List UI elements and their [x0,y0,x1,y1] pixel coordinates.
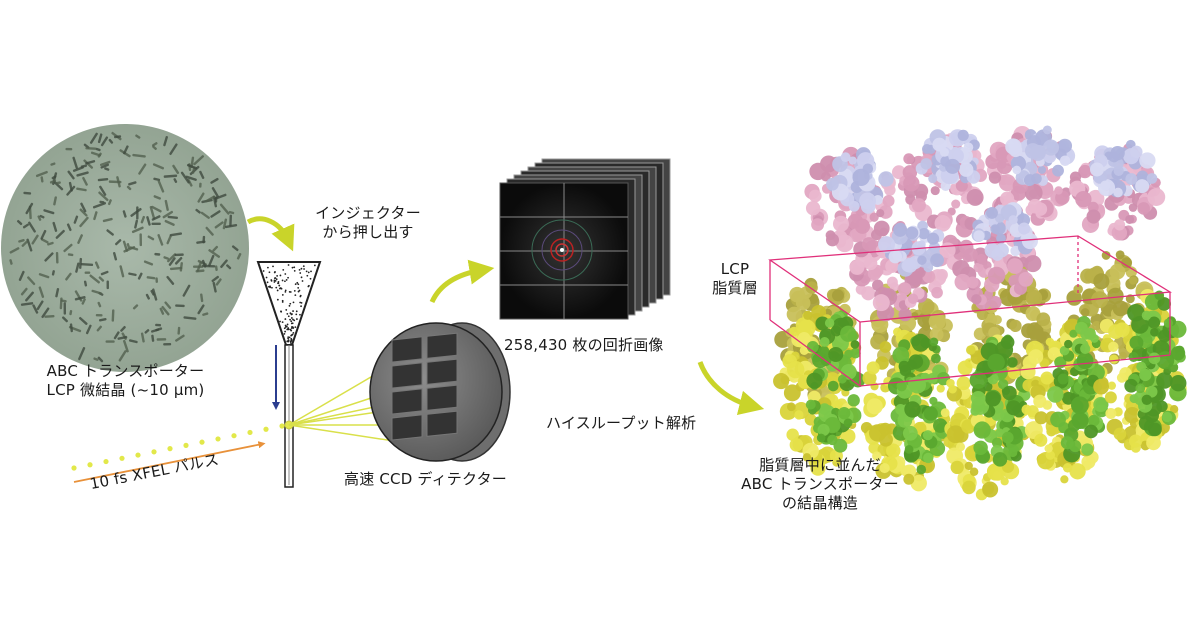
pulse-arrow [73,441,266,483]
crystal-structure-label: 脂質層中に並んだ ABC トランスポーター の結晶構造 [700,456,940,513]
curved-arrow-icon [429,259,495,304]
ccd-detector-icon [369,322,511,462]
crystal-structure-label-line3: の結晶構造 [781,494,858,512]
microcrystal-particles [9,131,242,363]
diffraction-images-label: 258,430 枚の回折画像 [504,336,664,354]
microcrystal-label-line1: ABC トランスポーター [46,362,205,380]
injector-icon [256,261,322,488]
crystal-structure-label-line2: ABC トランスポーター [741,475,899,493]
lipid-layer-label-line1: LCP [720,260,750,278]
lipid-layer-label-line2: 脂質層 [712,279,758,297]
injector-label: インジェクター から押し出す [298,204,438,242]
lipid-layer-box [768,235,1173,387]
injector-label-line2: から押し出す [322,223,414,241]
xfel-beam [71,423,285,471]
analysis-label: ハイスループット解析 [546,414,697,432]
diffraction-stack-icon [499,158,671,320]
lipid-layer-label: LCP 脂質層 [700,260,770,298]
curved-arrow-icon [697,361,765,416]
detector-label: 高速 CCD ディテクター [344,470,507,488]
microcrystal-micrograph [1,124,249,372]
injector-sample [262,264,316,344]
crystal-structure-label-line1: 脂質層中に並んだ [759,456,881,474]
crystal-structure-icon [768,125,1187,501]
injector-label-line1: インジェクター [315,204,421,222]
curved-arrow-icon [246,216,295,252]
microcrystal-label: ABC トランスポーター LCP 微結晶 (~10 µm) [8,362,243,400]
microcrystal-label-line2: LCP 微結晶 (~10 µm) [46,381,205,399]
